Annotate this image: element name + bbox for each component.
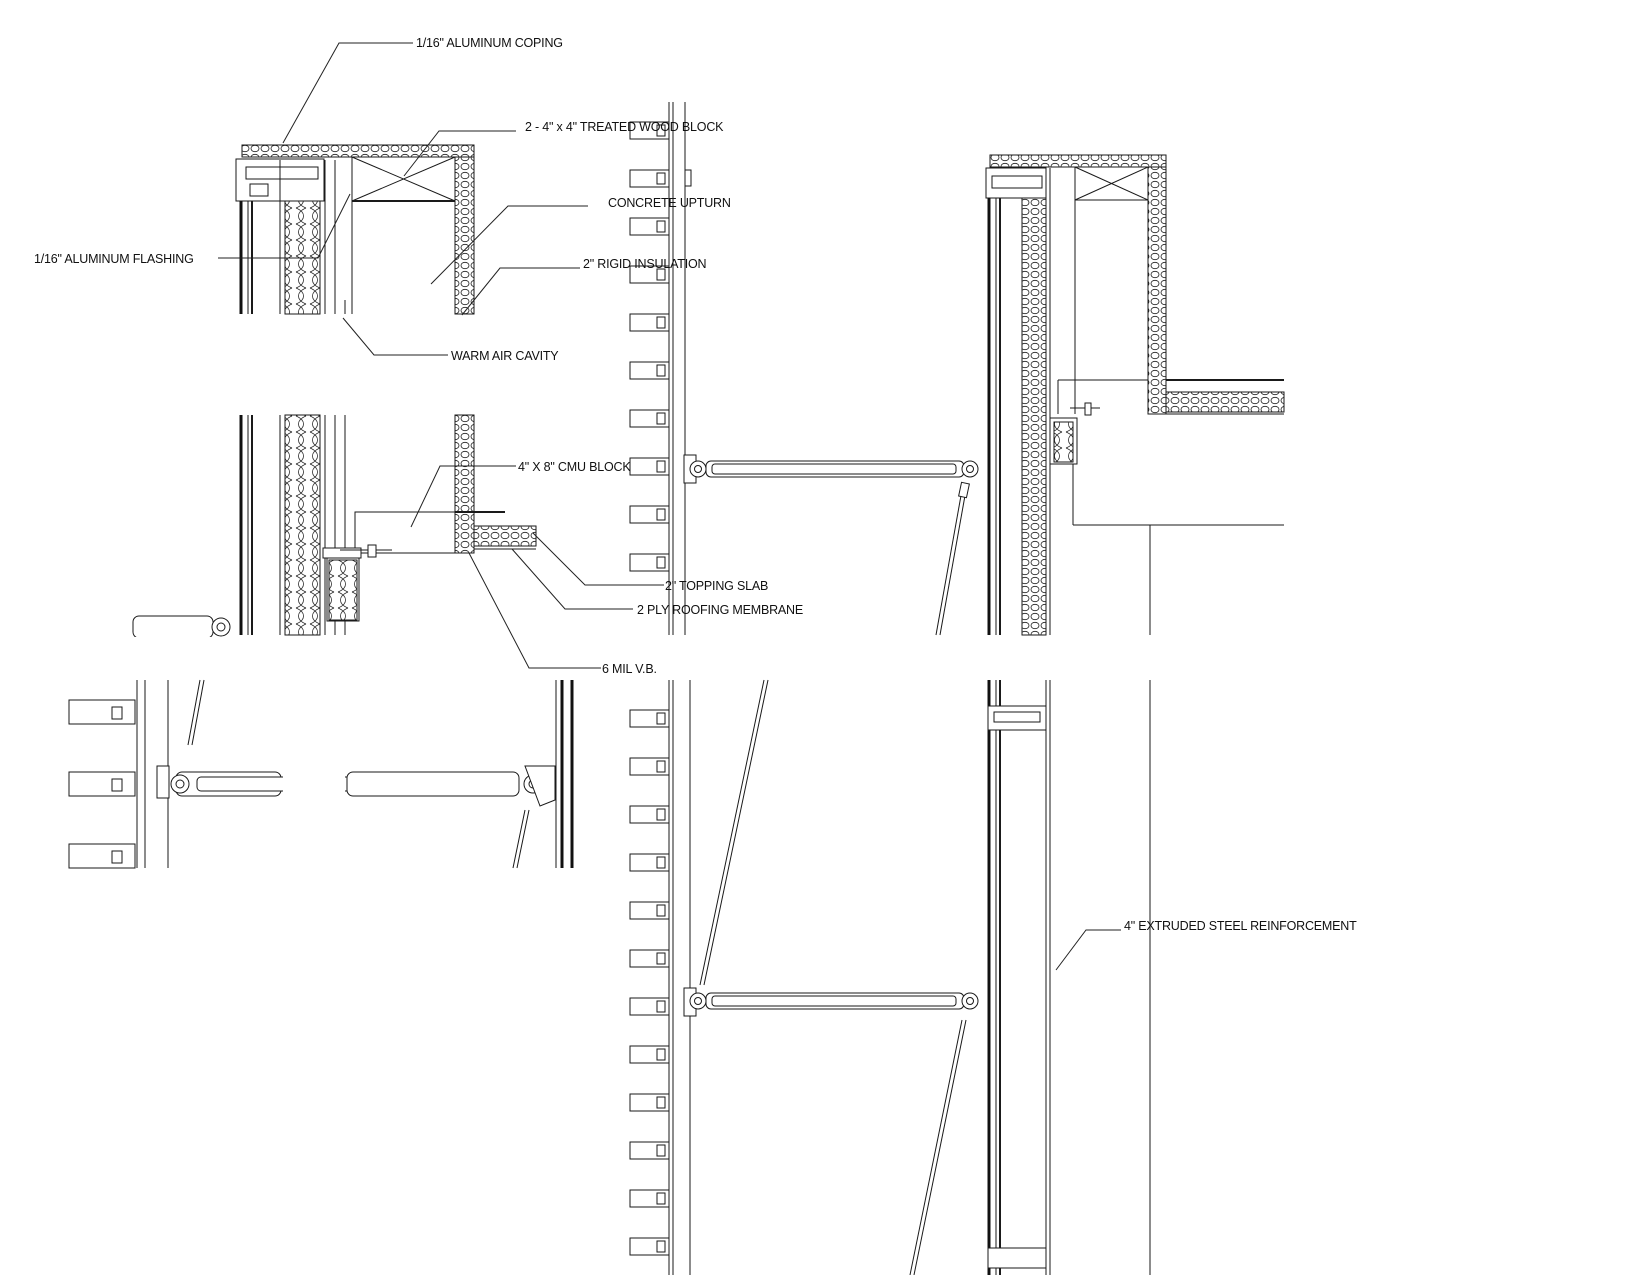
blade-clip <box>656 172 666 185</box>
label-roofing-membrane: 2 PLY ROOFING MEMBRANE <box>637 603 803 617</box>
blade-clip <box>656 1192 666 1205</box>
blade-clip <box>656 460 666 473</box>
blade-clip <box>656 316 666 329</box>
blade-clip <box>656 1240 666 1253</box>
blade-clip <box>656 364 666 377</box>
louver-blades <box>629 121 670 1256</box>
label-flashing: 1/16" ALUMINUM FLASHING <box>34 252 194 266</box>
label-steel-reinforcement: 4" EXTRUDED STEEL REINFORCEMENT <box>1124 919 1357 933</box>
blade-clip <box>656 268 666 281</box>
blade-clip <box>656 904 666 917</box>
blade-clip <box>656 1000 666 1013</box>
label-vapor-barrier: 6 MIL V.B. <box>602 662 657 676</box>
blade-clip <box>656 808 666 821</box>
blade-clip <box>656 712 666 725</box>
sunshade-arm-upper <box>683 454 979 636</box>
parapet-detail <box>235 144 475 315</box>
label-concrete-upturn: CONCRETE UPTURN <box>608 196 731 210</box>
blade-clip <box>656 1096 666 1109</box>
blade-clip <box>656 124 666 137</box>
sunshade-arm-lower <box>683 679 979 1275</box>
leader-lines <box>218 42 1121 971</box>
blade-clip <box>656 952 666 965</box>
wall-section-right <box>985 154 1285 1275</box>
section-break <box>0 637 1650 677</box>
louver-column-center <box>668 102 692 1275</box>
label-warm-air-cavity: WARM AIR CAVITY <box>451 349 559 363</box>
blade-clip <box>656 412 666 425</box>
blade-clip <box>656 556 666 569</box>
blade-clip <box>656 1144 666 1157</box>
label-coping: 1/16" ALUMINUM COPING <box>416 36 563 50</box>
louver-arm-left-mid <box>132 615 231 639</box>
label-rigid-insulation: 2" RIGID INSULATION <box>583 257 707 271</box>
label-topping-slab: 2" TOPPING SLAB <box>665 579 768 593</box>
blade-clip <box>656 856 666 869</box>
label-cmu-block: 4" X 8" CMU BLOCK <box>518 460 631 474</box>
blade-clip <box>656 220 666 233</box>
label-wood-block: 2 - 4" x 4" TREATED WOOD BLOCK <box>525 120 724 134</box>
callout-labels: 1/16" ALUMINUM COPING 2 - 4" x 4" TREATE… <box>34 36 1357 933</box>
roof-slab-detail <box>239 414 537 636</box>
blade-clip <box>656 508 666 521</box>
blade-clip <box>656 1048 666 1061</box>
blade-clip <box>656 760 666 773</box>
louver-detail-left <box>68 679 574 869</box>
